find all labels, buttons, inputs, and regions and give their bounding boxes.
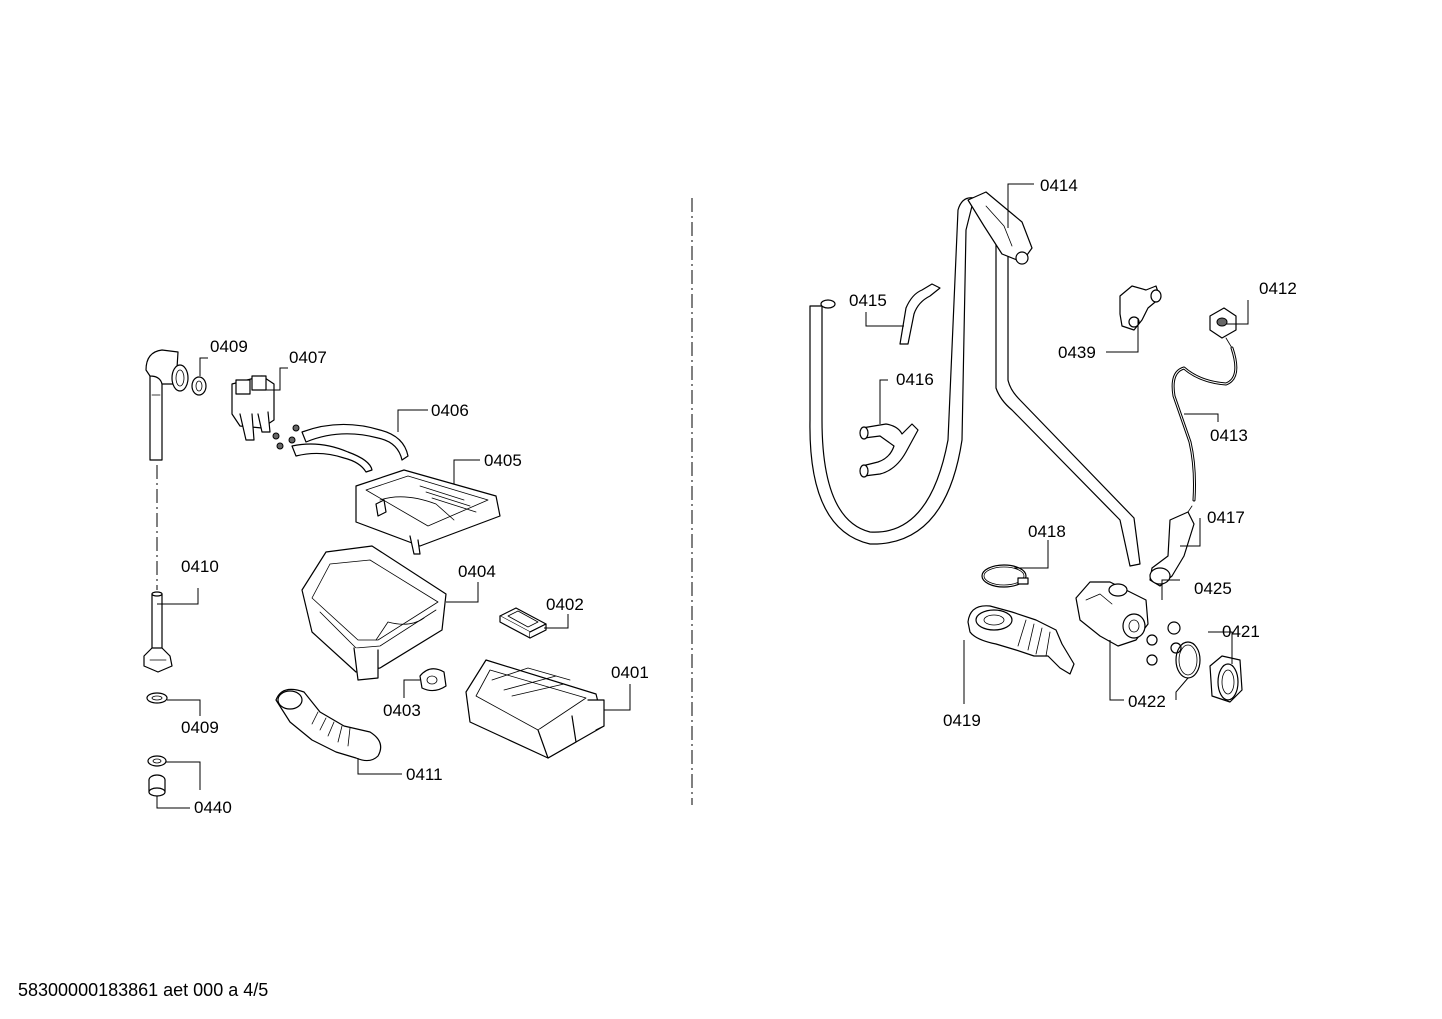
label-0414: 0414 — [1040, 176, 1078, 195]
label-0413: 0413 — [1210, 426, 1248, 445]
seal-ring-top — [191, 376, 207, 396]
label-0417: 0417 — [1207, 508, 1245, 527]
label-0401: 0401 — [611, 663, 649, 682]
pressure-switch — [1209, 307, 1237, 349]
filter-washer — [147, 755, 167, 797]
label-0440: 0440 — [194, 798, 232, 817]
label-0415: 0415 — [849, 291, 887, 310]
label-0402: 0402 — [546, 595, 584, 614]
label-0411: 0411 — [406, 765, 443, 784]
small-cap — [419, 668, 447, 692]
siphon-insert — [499, 607, 547, 639]
label-0406: 0406 — [431, 401, 469, 420]
label-0403: 0403 — [383, 701, 421, 720]
air-trap-chamber — [1149, 505, 1195, 587]
detergent-drawer — [465, 659, 605, 759]
label-0409-bottom: 0409 — [181, 718, 219, 737]
label-0418: 0418 — [1028, 522, 1066, 541]
inlet-valve — [231, 375, 300, 450]
label-0421: 0421 — [1222, 622, 1260, 641]
sump-hose — [967, 605, 1075, 675]
right-leader-lines — [865, 183, 1249, 704]
filter-assembly — [1175, 641, 1243, 703]
hose-bracket — [859, 423, 919, 478]
bellows-hose — [275, 688, 382, 762]
label-0404: 0404 — [458, 562, 496, 581]
inlet-hose-end — [143, 591, 173, 673]
drawer-housing — [301, 545, 447, 681]
drawer-top-frame — [355, 469, 501, 555]
label-0410: 0410 — [181, 557, 219, 576]
drain-pump — [1075, 581, 1149, 647]
seal-ring-bottom — [146, 692, 168, 704]
label-0407: 0407 — [289, 348, 327, 367]
label-0422: 0422 — [1128, 692, 1166, 711]
drawing-reference-footer: 58300000183861 aet 000 a 4/5 — [18, 980, 269, 1000]
label-0419: 0419 — [943, 711, 981, 730]
small-vent-hose — [899, 283, 941, 345]
label-0416: 0416 — [896, 370, 934, 389]
inlet-hose-elbow — [145, 349, 189, 461]
drain-hose — [809, 191, 1141, 567]
label-0439: 0439 — [1058, 343, 1096, 362]
hose-clip — [1119, 285, 1162, 331]
hose-clamp — [981, 564, 1029, 588]
small-seals — [1146, 621, 1182, 666]
label-0405: 0405 — [484, 451, 522, 470]
drawer-supply-hoses — [291, 423, 409, 473]
left-leader-lines — [156, 357, 631, 809]
pressure-tube — [1171, 346, 1238, 502]
label-0409-top: 0409 — [210, 337, 248, 356]
label-0425: 0425 — [1194, 579, 1232, 598]
label-0412: 0412 — [1259, 279, 1297, 298]
